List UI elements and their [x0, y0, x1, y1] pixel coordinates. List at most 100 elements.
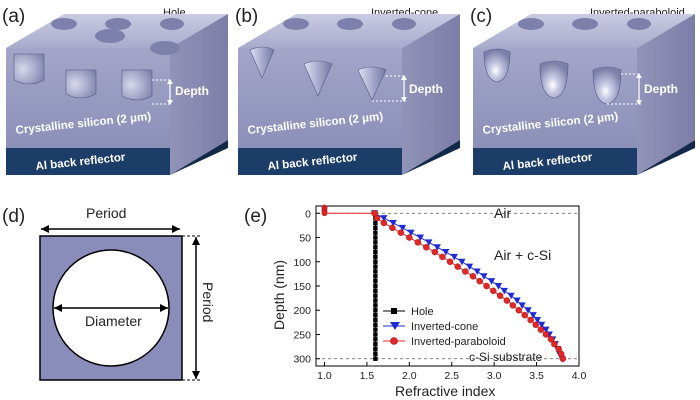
x-axis-label: Refractive index: [395, 383, 495, 399]
hole-data-point: [373, 298, 378, 303]
hole-data-point: [373, 337, 378, 342]
paraboloid-data-point: [532, 321, 539, 329]
cone-data-point: [442, 249, 450, 256]
hole-data-point: [373, 322, 378, 327]
hole-data-point: [373, 346, 378, 352]
x-tick-label: 2.0: [402, 370, 417, 382]
paraboloid-data-point: [476, 277, 483, 285]
paraboloid-data-point: [496, 292, 504, 299]
hole-cutaway: [13, 53, 153, 101]
legend-label-hole: Hole: [411, 306, 434, 318]
hole-data-point: [373, 220, 378, 226]
cone-opening: [392, 18, 416, 30]
panel-b-letter: (b): [235, 6, 258, 27]
paraboloid-opening: [518, 18, 544, 30]
paraboloid-data-point: [462, 268, 469, 275]
cone-data-point: [458, 258, 466, 266]
cone-data-point: [465, 263, 474, 271]
panel-a: (a) Hole Depth Crystalline silicon (2 μm…: [2, 6, 228, 175]
hole-data-point: [373, 269, 378, 274]
paraboloid-data-point: [389, 224, 396, 232]
y-axis-label: Depth (nm): [271, 260, 287, 330]
legend-marker-hole: [391, 308, 397, 314]
silicon-side-face: [402, 14, 460, 175]
paraboloid-data-point: [446, 258, 454, 266]
al-reflector-front: [238, 148, 402, 175]
paraboloid-data-point: [380, 219, 388, 227]
paraboloid-cutaway: [483, 48, 622, 105]
hole-data-point: [373, 230, 378, 235]
legend-label-paraboloid: Inverted-paraboloid: [411, 336, 506, 348]
y-tick-label: 0: [305, 208, 311, 220]
paraboloid-data-point: [559, 355, 567, 362]
hole-data-point: [373, 308, 378, 313]
cone-data-point: [450, 253, 458, 261]
cone-data-point: [389, 219, 397, 227]
paraboloid-data-point: [521, 311, 528, 319]
paraboloid-data-point: [537, 326, 545, 333]
panel-c: (c) Inverted-paraboloid Depth Crystallin…: [470, 6, 695, 175]
cone-data-point: [473, 268, 481, 276]
period-top-label: Period: [86, 205, 126, 221]
cone-data-point: [518, 302, 526, 309]
paraboloid-data-point: [414, 239, 422, 246]
hole-opening: [95, 29, 125, 43]
x-tick-label: 1.5: [360, 370, 375, 382]
cone-data-point: [380, 215, 388, 222]
hole-data-point: [373, 254, 378, 260]
y-tick-label: 300: [293, 354, 311, 366]
x-tick-label: 2.5: [444, 370, 459, 382]
cone-data-point: [524, 307, 532, 314]
period-side-label: Period: [200, 282, 216, 322]
al-reflector-side: [170, 140, 228, 175]
cone-data-point: [480, 273, 488, 280]
hole-data-point: [373, 332, 378, 337]
paraboloid-data-point: [469, 273, 477, 280]
cone-data-point: [398, 224, 407, 232]
cone-data-point: [488, 278, 496, 285]
paraboloid-data-point: [373, 214, 381, 222]
cone-data-point: [500, 287, 508, 295]
paraboloid-data-point: [527, 316, 534, 324]
panel-d-letter: (d): [2, 206, 25, 227]
panel-c-letter: (c): [470, 6, 492, 27]
y-tick-label: 100: [293, 257, 311, 269]
hole-data-point: [373, 274, 378, 279]
region-label-substrate: c-Si substrate: [469, 350, 543, 364]
legend: Hole Inverted-cone Inverted-paraboloid: [383, 306, 506, 348]
hole-data-point: [373, 317, 378, 323]
hole-opening: [160, 18, 184, 30]
depth-label: Depth: [409, 82, 443, 96]
hole-data-point: [373, 356, 378, 361]
paraboloid-opening: [572, 18, 598, 30]
paraboloid-data-point: [503, 297, 511, 304]
series-layer: [321, 204, 567, 363]
legend-marker-paraboloid: [390, 337, 398, 345]
cone-data-point: [507, 292, 515, 300]
paraboloid-data-point: [547, 336, 555, 343]
hole-data-point: [373, 303, 378, 308]
al-reflector-front: [6, 148, 170, 175]
air-point: [321, 210, 328, 217]
hole-data-point: [373, 283, 378, 289]
al-reflector-front: [473, 148, 637, 175]
x-tick-label: 1.0: [317, 370, 332, 382]
cone-data-point: [529, 312, 537, 319]
y-tick-label: 50: [299, 233, 311, 245]
hole-opening: [105, 18, 131, 30]
hole-opening: [150, 41, 180, 55]
paraboloid-data-point: [551, 340, 558, 348]
cone-opening: [337, 18, 363, 30]
paraboloid-data-point: [542, 331, 550, 338]
panel-a-letter: (a): [2, 6, 25, 27]
x-tick-label: 3.5: [529, 370, 544, 382]
panel-b: (b) Inverted-cone Depth Crystalline sili…: [235, 6, 460, 175]
y-tick-label: 200: [293, 305, 311, 317]
legend-label-cone: Inverted-cone: [411, 321, 478, 333]
hole-data-point: [373, 259, 378, 264]
x-tick-label: 3.0: [487, 370, 502, 382]
paraboloid-opening: [627, 18, 651, 30]
diameter-label: Diameter: [85, 313, 142, 329]
